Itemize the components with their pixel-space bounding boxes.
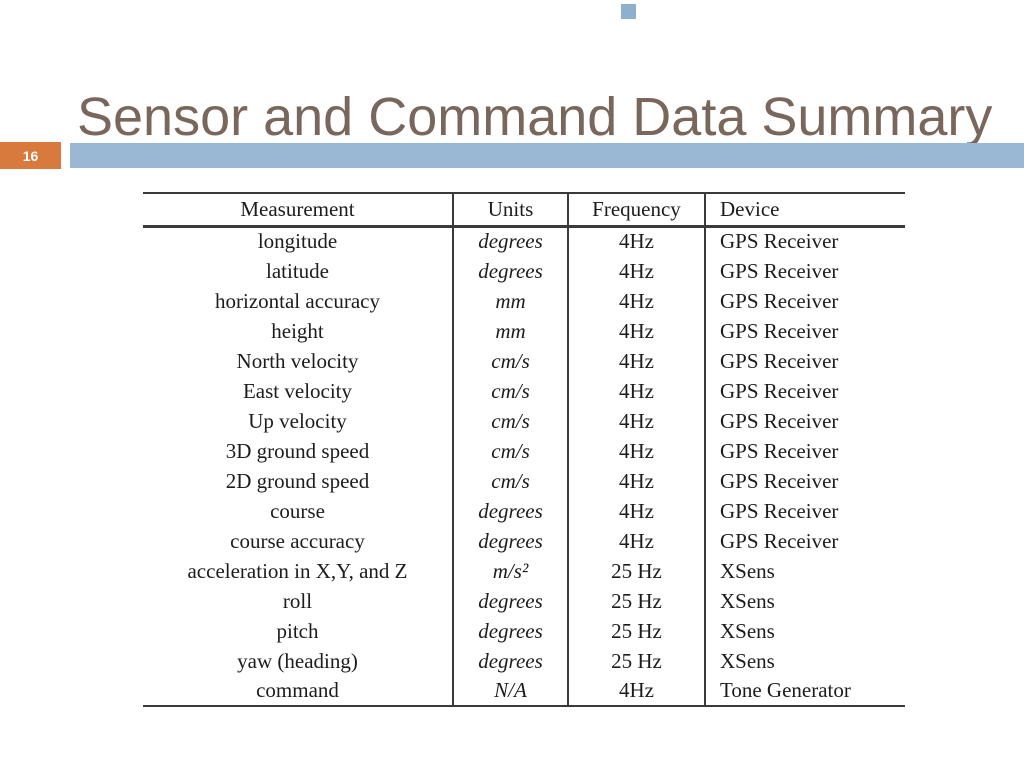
cell-units: mm: [452, 286, 568, 316]
cell-frequency: 4Hz: [567, 226, 705, 256]
cell-measurement: roll: [282, 588, 313, 613]
cell-device: GPS Receiver: [704, 286, 905, 316]
cell-measurement: course accuracy: [230, 528, 365, 553]
cell-device: XSens: [704, 556, 905, 586]
table-row: height mm 4Hz GPS Receiver: [143, 316, 905, 346]
cell-frequency: 4Hz: [567, 466, 705, 496]
cell-frequency: 4Hz: [567, 256, 705, 286]
cell-frequency: 25 Hz: [567, 556, 705, 586]
page-title: Sensor and Command Data Summary: [77, 87, 993, 148]
cell-units: cm/s: [452, 406, 568, 436]
cell-measurement: acceleration in X,Y, and Z: [187, 558, 408, 583]
table-row: acceleration in X,Y, and Z m/s² 25 Hz XS…: [143, 556, 905, 586]
cell-device: Tone Generator: [704, 676, 905, 706]
cell-device: GPS Receiver: [704, 226, 905, 256]
top-accent-square: [621, 4, 636, 19]
table-row: horizontal accuracy mm 4Hz GPS Receiver: [143, 286, 905, 316]
cell-measurement: East velocity: [242, 378, 353, 403]
cell-measurement: horizontal accuracy: [215, 288, 380, 313]
cell-units: cm/s: [452, 346, 568, 376]
cell-frequency: 25 Hz: [567, 616, 705, 646]
cell-device: GPS Receiver: [704, 496, 905, 526]
cell-units: cm/s: [452, 376, 568, 406]
cell-units: cm/s: [452, 436, 568, 466]
cell-frequency: 4Hz: [567, 286, 705, 316]
table-row: latitude degrees 4Hz GPS Receiver: [143, 256, 905, 286]
cell-measurement: 3D ground speed: [225, 438, 370, 463]
cell-device: XSens: [704, 616, 905, 646]
cell-measurement: longitude: [257, 229, 338, 254]
table-row: 3D ground speed cm/s 4Hz GPS Receiver: [143, 436, 905, 466]
cell-frequency: 25 Hz: [567, 646, 705, 676]
cell-units: m/s²: [452, 556, 568, 586]
cell-device: GPS Receiver: [704, 406, 905, 436]
table-row: course accuracy degrees 4Hz GPS Receiver: [143, 526, 905, 556]
cell-measurement: latitude: [266, 258, 329, 283]
cell-units: degrees: [452, 226, 568, 256]
table-row: East velocity cm/s 4Hz GPS Receiver: [143, 376, 905, 406]
cell-frequency: 4Hz: [567, 346, 705, 376]
cell-device: XSens: [704, 586, 905, 616]
table-row: yaw (heading) degrees 25 Hz XSens: [143, 646, 905, 676]
column-header-frequency: Frequency: [567, 193, 705, 228]
cell-units: degrees: [452, 256, 568, 286]
cell-measurement: pitch: [276, 618, 319, 643]
table-row: longitude degrees 4Hz GPS Receiver: [143, 226, 905, 256]
table-header-row: Measurement Units Frequency Device: [143, 193, 905, 228]
data-table: Measurement Units Frequency Device longi…: [143, 192, 905, 707]
table-header: Measurement Units Frequency Device: [143, 193, 905, 228]
cell-frequency: 4Hz: [567, 676, 705, 706]
table-row: course degrees 4Hz GPS Receiver: [143, 496, 905, 526]
cell-measurement: 2D ground speed: [225, 468, 370, 493]
table-row: Up velocity cm/s 4Hz GPS Receiver: [143, 406, 905, 436]
cell-frequency: 25 Hz: [567, 586, 705, 616]
header-divider-bar: [70, 143, 1024, 168]
table-row: North velocity cm/s 4Hz GPS Receiver: [143, 346, 905, 376]
cell-frequency: 4Hz: [567, 376, 705, 406]
cell-units: degrees: [452, 616, 568, 646]
column-header-measurement: Measurement: [143, 193, 453, 228]
cell-frequency: 4Hz: [567, 406, 705, 436]
cell-frequency: 4Hz: [567, 436, 705, 466]
cell-device: GPS Receiver: [704, 346, 905, 376]
cell-device: GPS Receiver: [704, 466, 905, 496]
table-row: 2D ground speed cm/s 4Hz GPS Receiver: [143, 466, 905, 496]
cell-measurement: Up velocity: [248, 408, 347, 433]
cell-frequency: 4Hz: [567, 316, 705, 346]
slide-number-badge: 16: [0, 142, 61, 169]
slide-number: 16: [22, 147, 39, 164]
cell-device: XSens: [704, 646, 905, 676]
cell-units: degrees: [452, 646, 568, 676]
table-body: longitude degrees 4Hz GPS Receiver latit…: [143, 226, 905, 706]
column-header-device: Device: [704, 193, 905, 228]
cell-units: cm/s: [452, 466, 568, 496]
cell-measurement: yaw (heading): [237, 648, 358, 673]
cell-measurement: course: [270, 498, 325, 523]
table-row: command N/A 4Hz Tone Generator: [143, 676, 905, 706]
cell-device: GPS Receiver: [704, 316, 905, 346]
cell-measurement: command: [256, 678, 339, 702]
cell-device: GPS Receiver: [704, 526, 905, 556]
table-row: pitch degrees 25 Hz XSens: [143, 616, 905, 646]
cell-frequency: 4Hz: [567, 496, 705, 526]
table-row: roll degrees 25 Hz XSens: [143, 586, 905, 616]
cell-units: mm: [452, 316, 568, 346]
cell-measurement: height: [271, 318, 324, 343]
cell-units: degrees: [452, 496, 568, 526]
cell-units: degrees: [452, 586, 568, 616]
cell-frequency: 4Hz: [567, 526, 705, 556]
cell-units: degrees: [452, 526, 568, 556]
sensor-data-table: Measurement Units Frequency Device longi…: [143, 192, 905, 707]
cell-measurement: North velocity: [236, 348, 359, 373]
cell-device: GPS Receiver: [704, 256, 905, 286]
cell-device: GPS Receiver: [704, 376, 905, 406]
cell-device: GPS Receiver: [704, 436, 905, 466]
column-header-units: Units: [452, 193, 568, 228]
cell-units: N/A: [452, 676, 568, 706]
